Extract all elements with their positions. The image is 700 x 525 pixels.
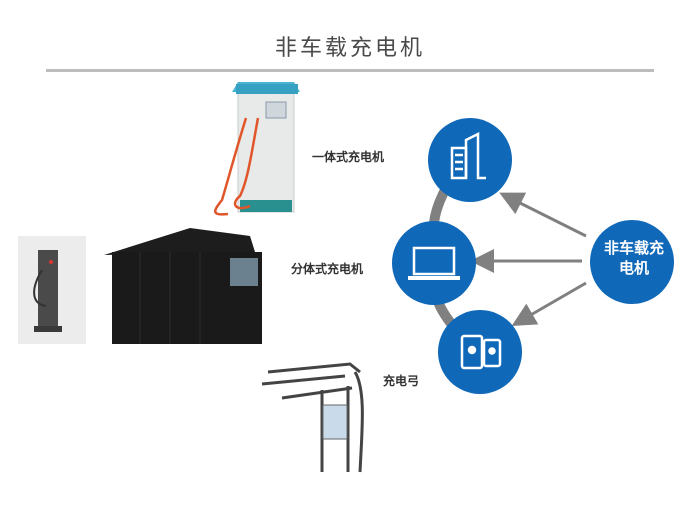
hub-label-line2: 电机 — [618, 259, 649, 277]
label-split-charger: 分体式充电机 — [291, 262, 364, 276]
building-icon — [450, 131, 486, 180]
hub-label-line1: 非车载充 — [603, 239, 664, 257]
hub-circle — [590, 220, 674, 304]
title-divider — [46, 69, 654, 72]
power-cabinet-image — [104, 228, 262, 344]
label-integrated-charger: 一体式充电机 — [312, 150, 385, 164]
page-title: 非车载充电机 — [274, 36, 425, 61]
integrated-charger-image — [214, 82, 300, 216]
wall-charger-image — [18, 236, 86, 344]
node-bow — [438, 310, 522, 394]
mobile-devices-icon — [460, 334, 502, 370]
hub-label: 非车载充 电机 — [588, 238, 680, 278]
label-charging-bow: 充电弓 — [383, 374, 420, 388]
node-integrated — [428, 118, 512, 202]
arrow-to-integrated — [499, 192, 587, 238]
arrow-to-bow — [511, 281, 587, 327]
node-split — [392, 221, 476, 305]
laptop-icon — [408, 246, 460, 280]
charging-bow-image — [261, 362, 364, 473]
